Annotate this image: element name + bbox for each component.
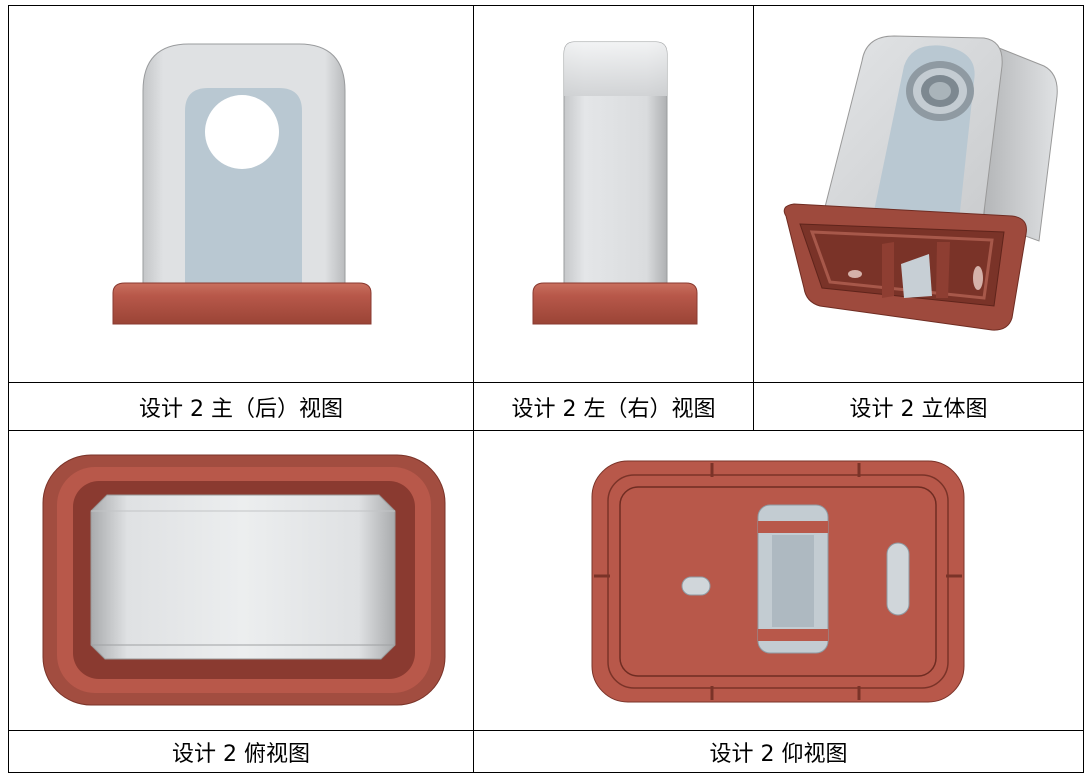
caption-left-view: 设计 2 左（右）视图 (511, 396, 716, 422)
isometric-view-figure (754, 6, 1083, 382)
table-border-top (8, 5, 1084, 6)
bottom-view-figure (474, 431, 1083, 730)
caption-bottom-view: 设计 2 仰视图 (709, 741, 848, 767)
left-view-figure (474, 6, 753, 382)
caption-top-view: 设计 2 俯视图 (172, 741, 310, 767)
table-border-right (1083, 5, 1084, 773)
caption-isometric-view: 设计 2 立体图 (849, 396, 988, 422)
row-divider (8, 430, 1084, 431)
table-border-left (8, 5, 9, 773)
figure-table: 设计 2 主（后）视图 设计 2 左（右）视图 设计 2 立体图 (8, 5, 1084, 773)
caption-front-view: 设计 2 主（后）视图 (139, 396, 343, 422)
row2-caption-divider (8, 730, 1084, 731)
column-divider-2 (753, 5, 754, 431)
row1-caption-divider (8, 382, 1084, 383)
table-border-bottom (8, 772, 1084, 773)
column-divider-1 (473, 5, 474, 773)
front-view-figure (9, 6, 473, 382)
top-view-figure (9, 431, 473, 730)
